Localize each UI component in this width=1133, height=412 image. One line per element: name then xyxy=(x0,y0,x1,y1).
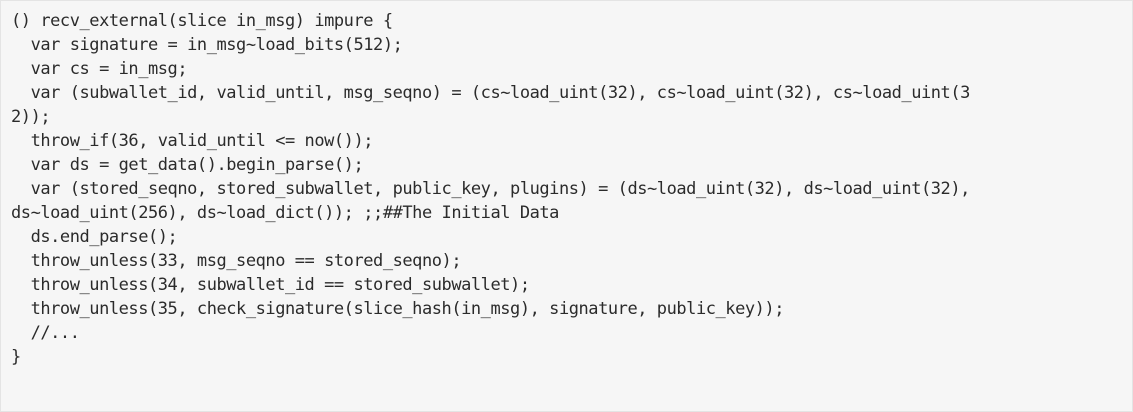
code-line: //... xyxy=(11,323,80,343)
code-line: var signature = in_msg~load_bits(512); xyxy=(11,35,403,55)
code-line: } xyxy=(11,347,21,367)
code-line: 2)); xyxy=(11,107,51,127)
code-line: var (stored_seqno, stored_subwallet, pub… xyxy=(11,179,971,199)
code-line: throw_unless(33, msg_seqno == stored_seq… xyxy=(11,251,462,271)
code-line: () recv_external(slice in_msg) impure { xyxy=(11,11,393,31)
code-line: var ds = get_data().begin_parse(); xyxy=(11,155,364,175)
code-line: throw_if(36, valid_until <= now()); xyxy=(11,131,374,151)
code-line: throw_unless(34, subwallet_id == stored_… xyxy=(11,275,530,295)
code-line: ds.end_parse(); xyxy=(11,227,178,247)
code-line: throw_unless(35, check_signature(slice_h… xyxy=(11,299,785,319)
code-line: ds~load_uint(256), ds~load_dict()); ;;##… xyxy=(11,203,559,223)
code-line: var (subwallet_id, valid_until, msg_seqn… xyxy=(11,83,971,103)
code-line: var cs = in_msg; xyxy=(11,59,188,79)
